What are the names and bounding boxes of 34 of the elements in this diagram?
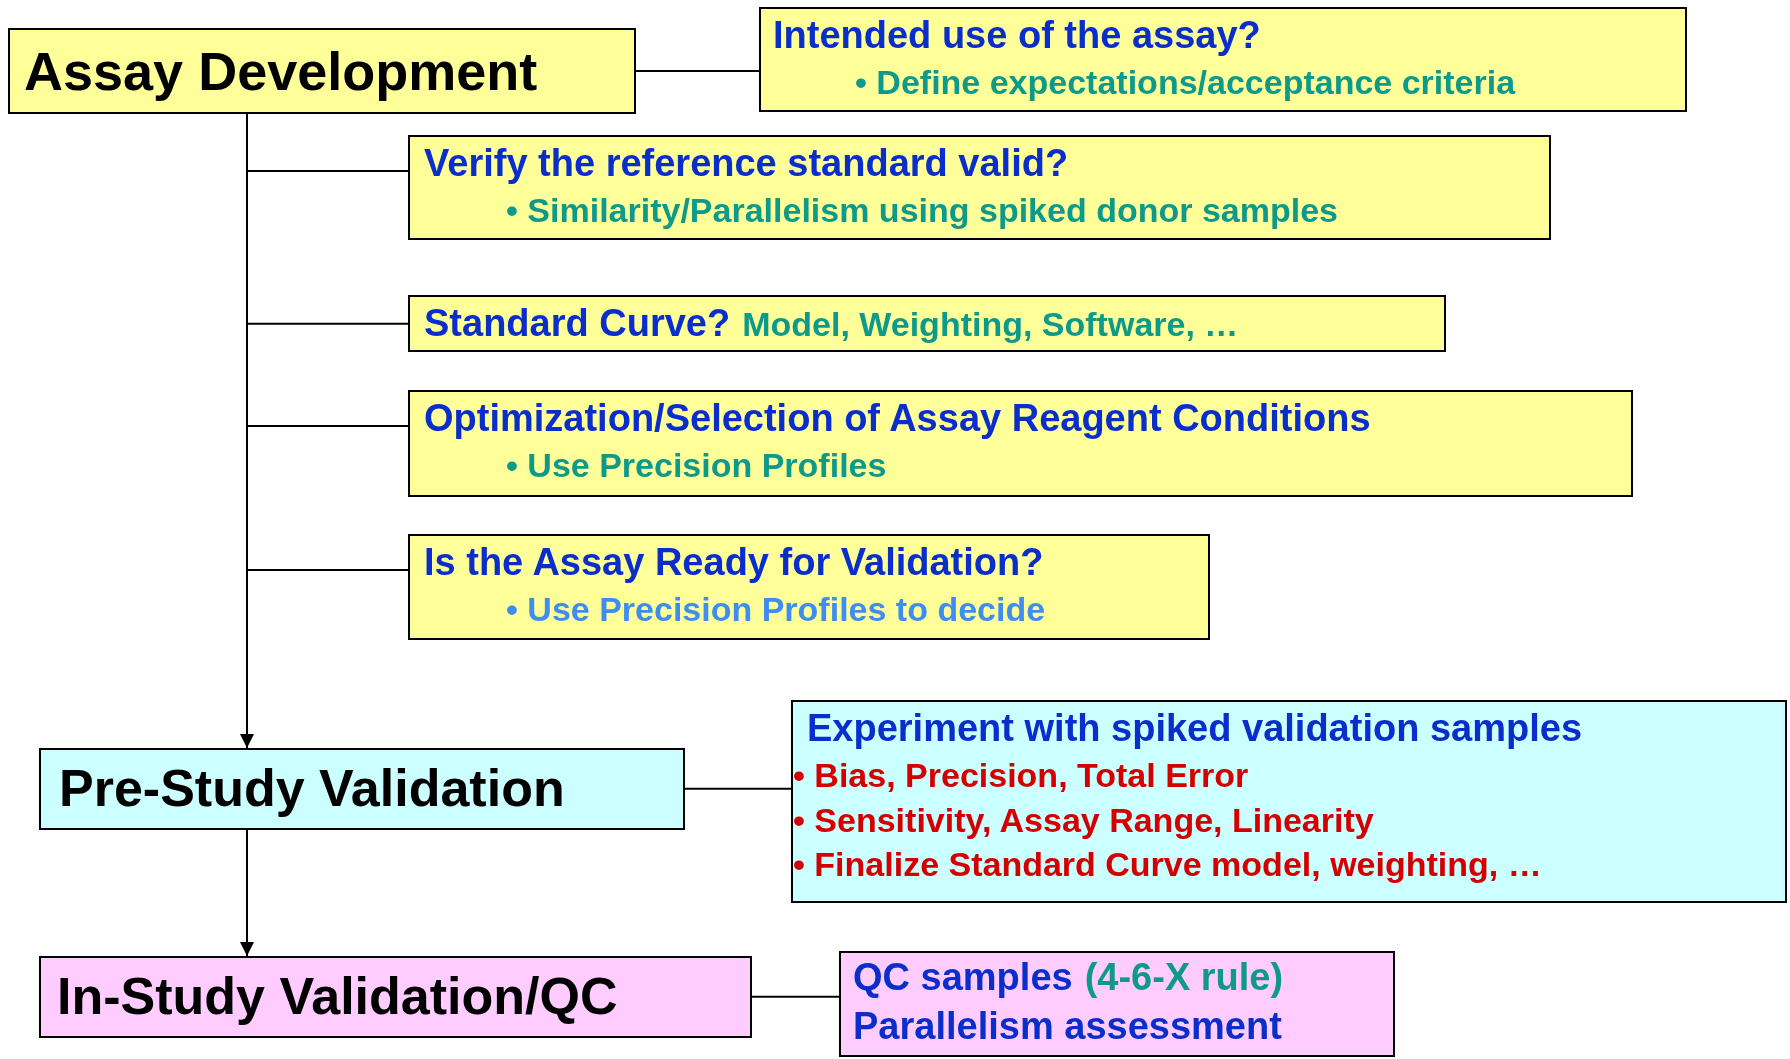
info-box [759,7,1687,112]
stage-box [8,28,636,115]
box-heading: Standard Curve? [424,301,731,346]
info-box [408,390,1633,497]
info-box [408,534,1210,640]
stage-title: In-Study Validation/QC [57,966,619,1027]
box-text: • Sensitivity, Assay Range, Linearity [793,799,1375,841]
box-text: • Bias, Precision, Total Error [793,755,1250,797]
box-text: (4-6-X rule) [1084,955,1284,1000]
box-text: • Finalize Standard Curve model, weighting, … [793,843,1543,885]
stage-title: Assay Development [24,40,539,103]
info-box [839,951,1395,1057]
arrow [240,828,254,957]
info-box [791,700,1787,903]
box-text: • Define expectations/acceptance criteria [855,62,1517,104]
stage-title: Pre-Study Validation [59,758,566,819]
box-text: Parallelism assessment [853,1004,1283,1050]
info-box [408,295,1446,353]
box-heading: Is the Assay Ready for Validation? [424,540,1045,585]
connector-line [684,787,792,790]
box-text: • Use Precision Profiles to decide [506,589,1047,631]
box-text: • Similarity/Parallelism using spiked donor samples [506,190,1339,232]
box-text: • Use Precision Profiles [506,445,888,487]
connector-line [751,995,840,998]
box-heading: Verify the reference standard valid? [424,141,1070,186]
connector-line [635,70,760,73]
box-heading: Intended use of the assay? [773,13,1262,58]
box-heading: Experiment with spiked validation samples [807,706,1583,751]
info-box [408,135,1551,240]
stage-box [39,956,752,1038]
box-text: Model, Weighting, Software, … [742,304,1239,345]
box-heading: Optimization/Selection of Assay Reagent Conditions [424,396,1372,441]
box-heading: QC samples [853,955,1073,1000]
stage-box [39,748,685,830]
